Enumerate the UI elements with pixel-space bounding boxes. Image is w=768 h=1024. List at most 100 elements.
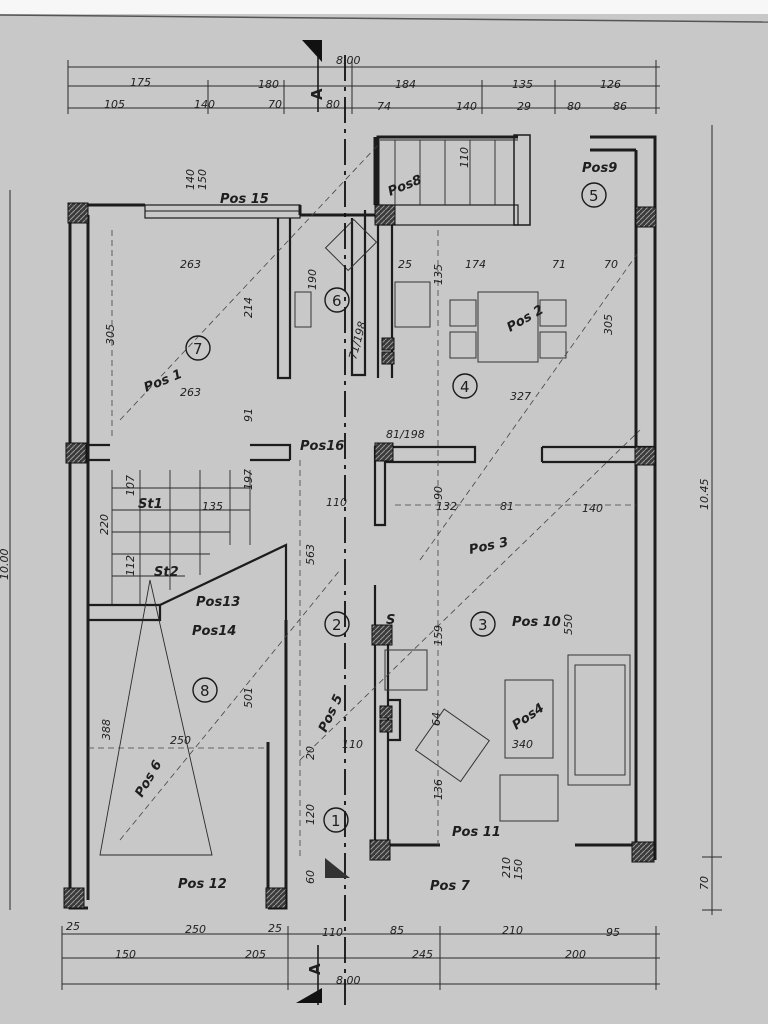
svg-text:71: 71	[552, 258, 566, 271]
top-dim-row2-8: 80	[567, 100, 581, 113]
svg-text:20: 20	[304, 746, 317, 760]
svg-text:120: 120	[304, 804, 317, 825]
svg-text:81: 81	[500, 500, 514, 513]
svg-text:263: 263	[180, 258, 201, 271]
pos-15: Pos 15	[220, 192, 269, 207]
room-3: 3	[478, 616, 488, 634]
top-dim-2: 180	[258, 78, 279, 91]
svg-text:91: 91	[242, 408, 255, 422]
pos-11: Pos 11	[452, 825, 501, 840]
bottom-dim-6: 210	[502, 924, 523, 937]
pos-12: Pos 12	[178, 877, 227, 892]
svg-text:64: 64	[430, 712, 443, 726]
room-5: 5	[589, 187, 599, 205]
section-mark-bottom: A	[306, 963, 324, 975]
overall-right: 10.45	[698, 479, 711, 511]
overall-left: 10.00	[0, 549, 11, 581]
pos-10: Pos 10	[512, 615, 561, 630]
furniture	[294, 218, 631, 822]
svg-text:190: 190	[306, 269, 319, 290]
svg-text:388: 388	[100, 719, 113, 740]
svg-text:501: 501	[242, 687, 255, 708]
room-4: 4	[460, 378, 470, 396]
svg-text:110: 110	[342, 738, 363, 751]
pos-13: Pos13	[196, 595, 240, 610]
bottom-dim-row2-1: 150	[115, 948, 136, 961]
section-arrow-top	[302, 40, 322, 62]
top-dim-5: 126	[600, 78, 621, 91]
section-mark-top: A	[308, 88, 326, 100]
svg-text:263: 263	[180, 386, 201, 399]
svg-text:90: 90	[432, 486, 445, 500]
svg-text:305: 305	[602, 314, 615, 335]
right-dimension-line	[9, 125, 722, 915]
svg-text:150: 150	[196, 169, 209, 190]
room-8: 8	[200, 682, 210, 700]
window-pos9	[513, 134, 531, 226]
svg-text:140: 140	[582, 502, 603, 515]
svg-text:220: 220	[98, 514, 111, 535]
svg-text:135: 135	[432, 264, 445, 285]
svg-text:174: 174	[465, 258, 486, 271]
right-small-dim: 70	[698, 876, 711, 890]
bottom-dimension-lines	[61, 926, 660, 990]
bottom-dim-4: 110	[322, 926, 343, 939]
bottom-dim-1: 25	[66, 920, 80, 933]
inner-dimensions: 263 305 214 263 91 174 305 25 71 70 327 …	[98, 147, 618, 884]
svg-text:210: 210	[500, 857, 513, 878]
pos-7: Pos 7	[430, 879, 471, 894]
chimney-label: S	[386, 613, 395, 628]
svg-text:250: 250	[170, 734, 191, 747]
svg-text:159: 159	[432, 625, 445, 646]
svg-text:132: 132	[436, 500, 457, 513]
bottom-dim-row2-3: 245	[412, 948, 433, 961]
bottom-dim-2: 250	[185, 923, 206, 936]
room-6: 6	[332, 292, 342, 310]
top-dimension-lines	[67, 60, 660, 114]
svg-text:550: 550	[562, 614, 575, 635]
top-white-edge	[0, 0, 768, 14]
overall-bottom: 8.00	[336, 974, 361, 987]
svg-text:197: 197	[242, 469, 255, 490]
svg-text:110: 110	[326, 496, 347, 509]
section-arrow-bottom	[296, 988, 322, 1003]
svg-text:150: 150	[512, 859, 525, 880]
svg-text:563: 563	[304, 544, 317, 565]
overall-top: 8.00	[336, 54, 361, 67]
top-dim-row2-3: 70	[268, 98, 282, 111]
bottom-dim-row2-2: 205	[245, 948, 266, 961]
svg-text:70: 70	[604, 258, 618, 271]
construction-lines	[88, 144, 641, 860]
svg-text:60: 60	[304, 870, 317, 884]
top-dim-1: 175	[130, 76, 151, 89]
top-dim-row2-9: 86	[613, 100, 627, 113]
pos-14: Pos14	[192, 624, 236, 639]
stair-2-label: St2	[154, 565, 179, 580]
interior-walls	[70, 210, 655, 845]
pos-9: Pos9	[582, 161, 617, 176]
top-dim-row2-1: 105	[104, 98, 125, 111]
svg-text:81/198: 81/198	[386, 428, 425, 441]
columns	[63, 202, 657, 909]
bottom-dim-7: 95	[606, 926, 620, 939]
stair-1-label: St1	[138, 497, 163, 512]
svg-text:327: 327	[510, 390, 531, 403]
top-dim-row2-2: 140	[194, 98, 215, 111]
svg-text:340: 340	[512, 738, 533, 751]
top-dim-row2-7: 29	[517, 100, 531, 113]
bottom-dim-5: 85	[390, 924, 404, 937]
svg-text:107: 107	[124, 475, 137, 496]
svg-text:136: 136	[432, 779, 445, 800]
svg-text:25: 25	[398, 258, 412, 271]
room-1: 1	[331, 812, 341, 830]
room-7: 7	[193, 340, 203, 358]
svg-text:135: 135	[202, 500, 223, 513]
stairs-hatching	[99, 139, 518, 856]
svg-text:140: 140	[184, 169, 197, 190]
top-dim-4: 135	[512, 78, 533, 91]
top-dim-row2-5: 74	[377, 100, 391, 113]
top-dim-row2-4: 80	[326, 98, 340, 111]
svg-text:112: 112	[124, 555, 137, 576]
bottom-dim-3: 25	[268, 922, 282, 935]
